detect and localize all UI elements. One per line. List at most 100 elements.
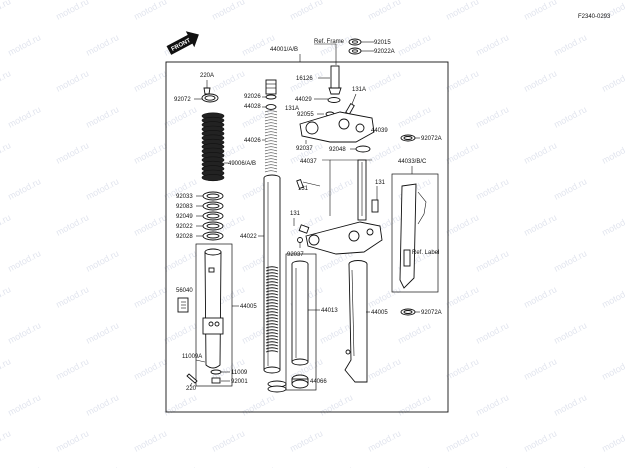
label-44033: 44033/B/C xyxy=(398,159,427,165)
drain-bolt-icon xyxy=(186,373,198,384)
watermark-text: motod.ru xyxy=(84,32,120,58)
clamp-92072a-upper-icon xyxy=(400,134,416,142)
washer-92015-icon xyxy=(348,38,362,46)
watermark-text: motod.ru xyxy=(600,212,625,238)
watermark-text: motod.ru xyxy=(366,0,402,22)
label-92072a-lower: 92072A xyxy=(421,310,442,316)
watermark-text: motod.ru xyxy=(444,68,480,94)
label-16126: 16126 xyxy=(296,76,313,82)
watermark-text: motod.ru xyxy=(444,140,480,166)
watermark-text: motod.ru xyxy=(552,104,588,130)
watermark-text: motod.ru xyxy=(6,104,42,130)
watermark-text: motod.ru xyxy=(132,356,168,382)
label-92015: 92015 xyxy=(374,40,391,46)
watermark-text: motod.ru xyxy=(366,356,402,382)
watermark-text: motod.ru xyxy=(522,68,558,94)
label-92037-upper: 92037 xyxy=(296,146,313,152)
watermark-text: motod.ru xyxy=(6,248,42,274)
watermark-text: motod.ru xyxy=(600,356,625,382)
cap-44029-icon xyxy=(327,97,341,103)
watermark-text: motod.ru xyxy=(522,284,558,310)
watermark-text: motod.ru xyxy=(396,32,432,58)
watermark-text: motod.ru xyxy=(240,32,276,58)
watermark-text: motod.ru xyxy=(210,0,246,22)
watermark-text: motod.ru xyxy=(288,0,324,22)
watermark-text: motod.ru xyxy=(288,428,324,454)
watermark-text: motod.ru xyxy=(6,320,42,346)
label-92022: 92022 xyxy=(176,224,193,230)
inner-tube-44022-icon xyxy=(263,174,281,374)
watermark-text: motod.ru xyxy=(84,104,120,130)
watermark-text: motod.ru xyxy=(600,140,625,166)
spacer-44028-icon xyxy=(265,104,277,110)
gasket-11009-icon xyxy=(210,369,222,375)
watermark-text: motod.ru xyxy=(84,248,120,274)
o-ring-92026-icon xyxy=(265,94,277,100)
watermark-text: motod.ru xyxy=(0,356,12,382)
label-92048: 92048 xyxy=(329,147,346,153)
watermark-text: motod.ru xyxy=(84,392,120,418)
label-92055: 92055 xyxy=(297,112,314,118)
label-49006: 49006/A/B xyxy=(228,161,256,167)
watermark-text: motod.ru xyxy=(366,428,402,454)
watermark-text: motod.ru xyxy=(522,428,558,454)
label-220a: 220A xyxy=(200,73,214,79)
outer-tube-right-icon xyxy=(344,260,368,383)
bushing-44066-icon xyxy=(291,374,309,389)
label-92033: 92033 xyxy=(176,194,193,200)
watermark-text: motod.ru xyxy=(54,68,90,94)
watermark-text: motod.ru xyxy=(366,140,402,166)
seal-stack xyxy=(202,191,224,241)
watermark-text: motod.ru xyxy=(6,176,42,202)
label-44005-left: 44005 xyxy=(240,304,257,310)
watermark-text: motod.ru xyxy=(474,176,510,202)
watermark-text: motod.ru xyxy=(318,176,354,202)
damper-rod-44013-icon xyxy=(291,260,309,366)
watermark-text: motod.ru xyxy=(162,464,198,468)
bolt-131-right-icon xyxy=(371,199,379,213)
watermark-text: motod.ru xyxy=(54,140,90,166)
watermark-text: motod.ru xyxy=(210,428,246,454)
watermark-text: motod.ru xyxy=(6,32,42,58)
watermark-text: motod.ru xyxy=(240,392,276,418)
bolt-92001-icon xyxy=(211,377,221,384)
watermark-text: motod.ru xyxy=(444,428,480,454)
ref-frame-label: Ref. Frame xyxy=(314,39,345,45)
label-44037: 44037 xyxy=(300,159,317,165)
watermark-text: motod.ru xyxy=(84,320,120,346)
watermark-text: motod.ru xyxy=(474,32,510,58)
watermark-text: motod.ru xyxy=(0,212,12,238)
watermark-text: motod.ru xyxy=(474,320,510,346)
watermark-text: motod.ru xyxy=(396,104,432,130)
label-92001: 92001 xyxy=(231,379,248,385)
fork-cap-icon xyxy=(265,79,277,95)
watermark-text: motod.ru xyxy=(240,464,276,468)
outer-tube-left-icon xyxy=(202,248,224,369)
label-92083: 92083 xyxy=(176,204,193,210)
watermark-text: motod.ru xyxy=(552,32,588,58)
label-92072a-upper: 92072A xyxy=(421,136,442,142)
label-131-left: 131 xyxy=(298,186,309,192)
label-131a-left: 131A xyxy=(285,106,299,112)
label-92026: 92026 xyxy=(244,94,261,100)
watermark-text: motod.ru xyxy=(552,176,588,202)
steering-stem-icon xyxy=(357,159,367,221)
watermark-text: motod.ru xyxy=(552,248,588,274)
lower-bracket-icon xyxy=(298,221,383,255)
watermark-text: motod.ru xyxy=(132,0,168,22)
watermark-text: motod.ru xyxy=(0,428,12,454)
watermark-text: motod.ru xyxy=(396,464,432,468)
ref-label-text: Ref. Label xyxy=(412,250,439,256)
watermark-text: motod.ru xyxy=(132,140,168,166)
label-56040: 56040 xyxy=(176,288,193,294)
watermark-text: motod.ru xyxy=(84,176,120,202)
label-220: 220 xyxy=(186,386,197,392)
bolt-131-left-icon xyxy=(296,178,321,190)
watermark-text: motod.ru xyxy=(54,356,90,382)
watermark-text: motod.ru xyxy=(318,392,354,418)
watermark-text: motod.ru xyxy=(318,464,354,468)
upper-bracket-44039-icon xyxy=(299,111,375,143)
watermark-text: motod.ru xyxy=(474,104,510,130)
watermark-text: motod.ru xyxy=(132,68,168,94)
watermark-text: motod.ru xyxy=(552,464,588,468)
